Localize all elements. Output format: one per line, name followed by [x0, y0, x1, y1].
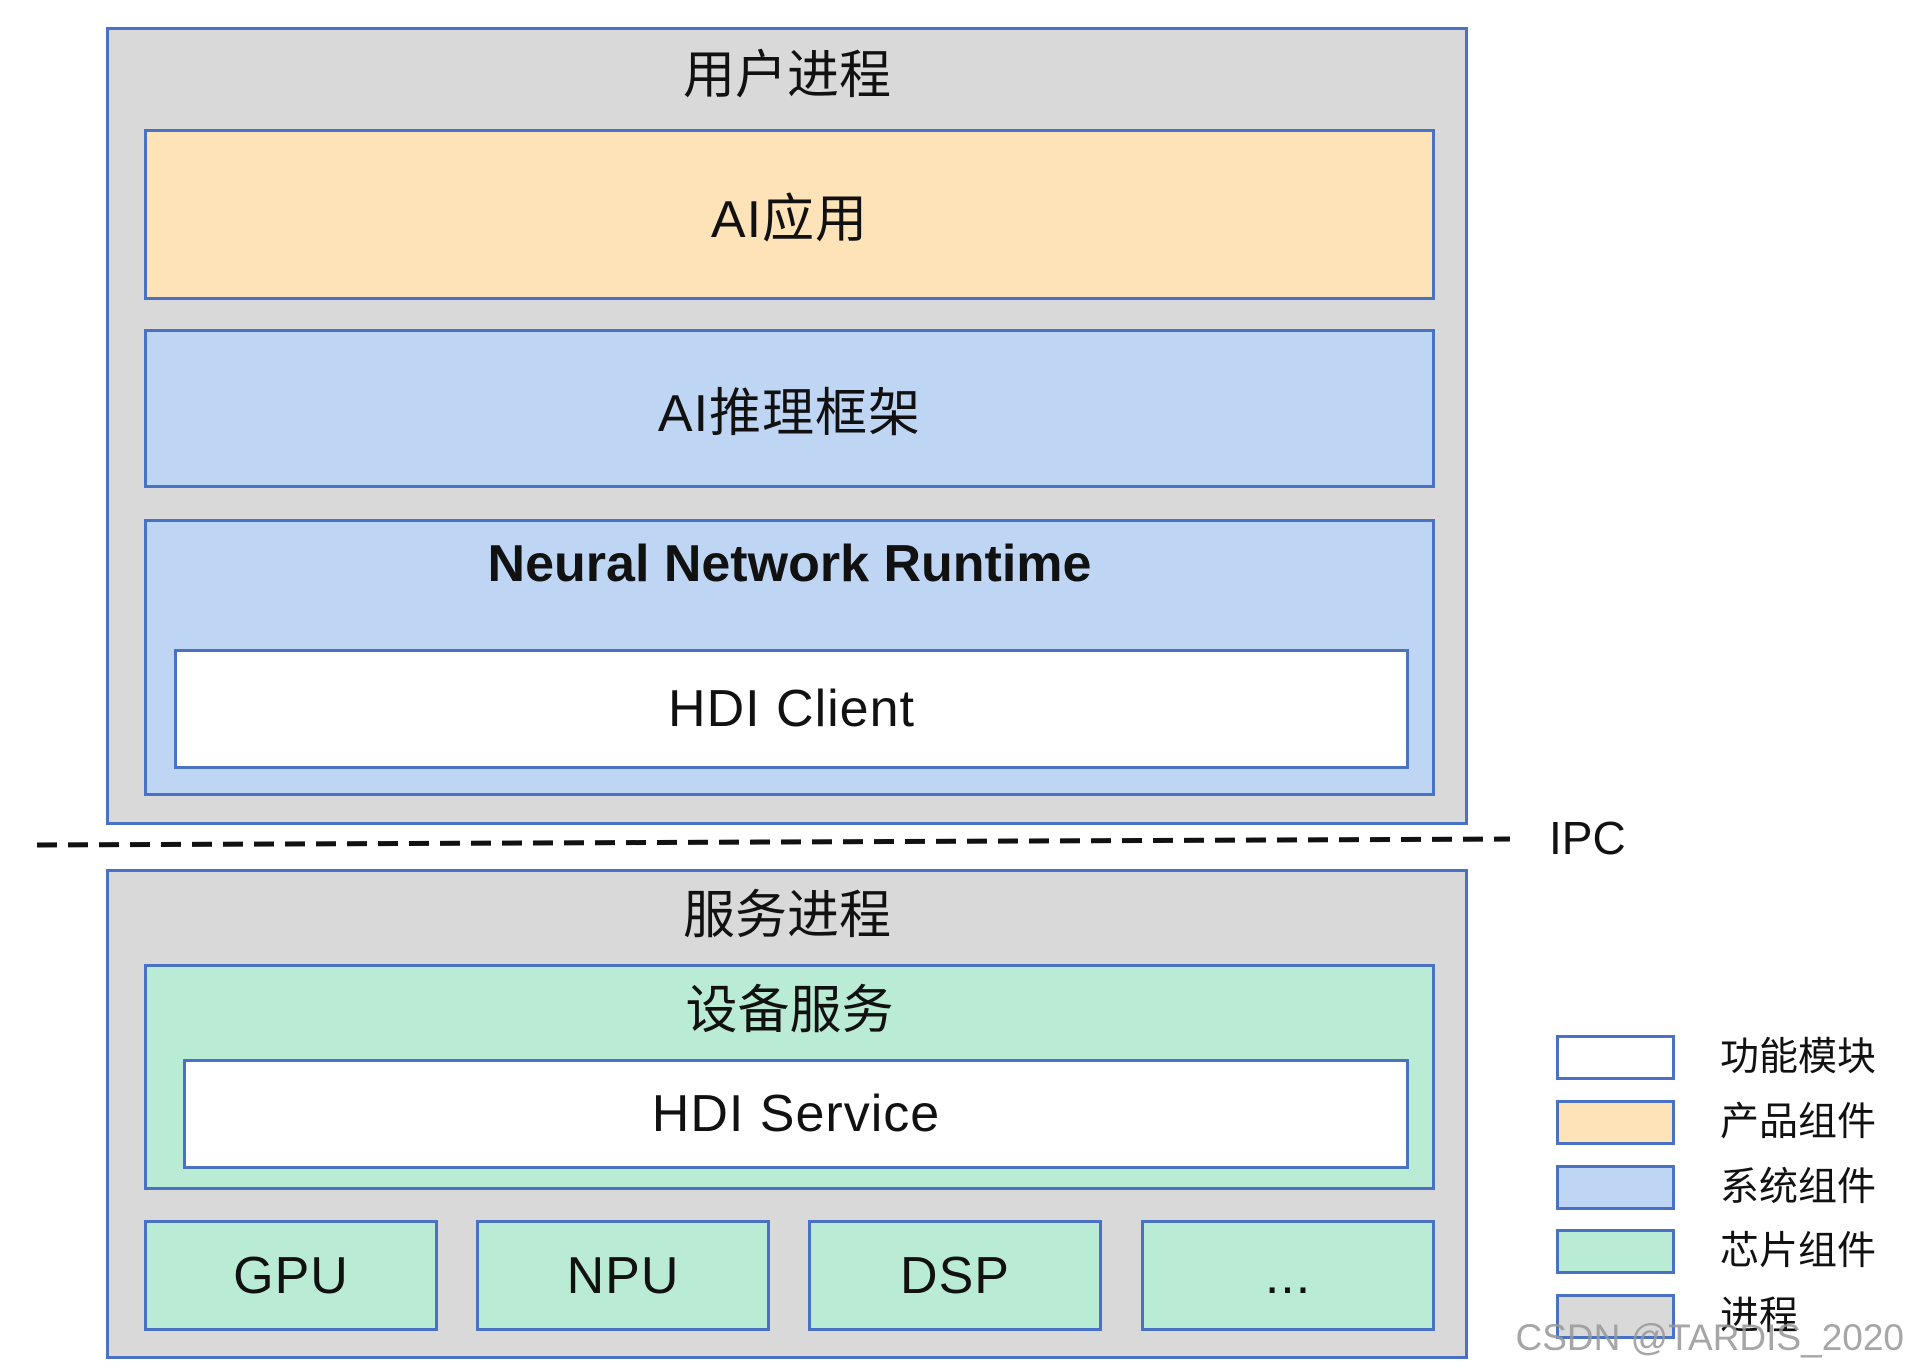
ai-app-label: AI应用: [710, 191, 869, 249]
chip-dsp-box: DSP: [808, 1220, 1102, 1331]
chip-gpu-label: GPU: [233, 1246, 349, 1305]
hdi-service-box: HDI Service: [183, 1059, 1409, 1169]
service-process-box: 服务进程 设备服务 HDI Service GPU NPU DSP ...: [106, 869, 1468, 1359]
legend-swatch-system-component: [1556, 1165, 1675, 1210]
ai-app-box: AI应用: [144, 129, 1435, 300]
user-process-box: 用户进程 AI应用 AI推理框架 Neural Network Runtime …: [106, 27, 1468, 825]
nnrt-title: Neural Network Runtime: [487, 535, 1092, 593]
legend-label-product-component: 产品组件: [1720, 1101, 1877, 1144]
chip-dsp-label: DSP: [900, 1246, 1010, 1305]
chip-more-box: ...: [1141, 1220, 1435, 1331]
legend-label-process: 进程: [1720, 1295, 1799, 1338]
legend-swatch-chip-component: [1556, 1229, 1675, 1274]
ipc-dashed-line: [36, 836, 1511, 848]
legend-label-function-module: 功能模块: [1720, 1036, 1877, 1079]
ai-framework-label: AI推理框架: [657, 385, 922, 443]
legend-swatch-function-module: [1556, 1035, 1675, 1080]
hdi-client-label: HDI Client: [668, 680, 915, 738]
hdi-client-box: HDI Client: [174, 649, 1409, 769]
chip-npu-box: NPU: [476, 1220, 770, 1331]
hdi-service-label: HDI Service: [651, 1085, 941, 1143]
legend-label-system-component: 系统组件: [1720, 1166, 1877, 1209]
nnrt-box: Neural Network Runtime HDI Client: [144, 519, 1435, 796]
chip-npu-label: NPU: [566, 1246, 680, 1305]
legend-label-chip-component: 芯片组件: [1720, 1230, 1877, 1273]
legend-swatch-process: [1556, 1294, 1675, 1339]
legend-swatch-product-component: [1556, 1100, 1675, 1145]
ipc-label: IPC: [1549, 812, 1626, 864]
ai-framework-box: AI推理框架: [144, 329, 1435, 488]
chip-more-label: ...: [1264, 1246, 1312, 1305]
device-service-title: 设备服务: [685, 982, 894, 1040]
device-service-box: 设备服务 HDI Service: [144, 964, 1435, 1190]
watermark: CSDN @TARDIS_2020: [1515, 1317, 1905, 1358]
service-process-title: 服务进程: [682, 887, 891, 945]
user-process-title: 用户进程: [682, 47, 891, 105]
chip-gpu-box: GPU: [144, 1220, 438, 1331]
